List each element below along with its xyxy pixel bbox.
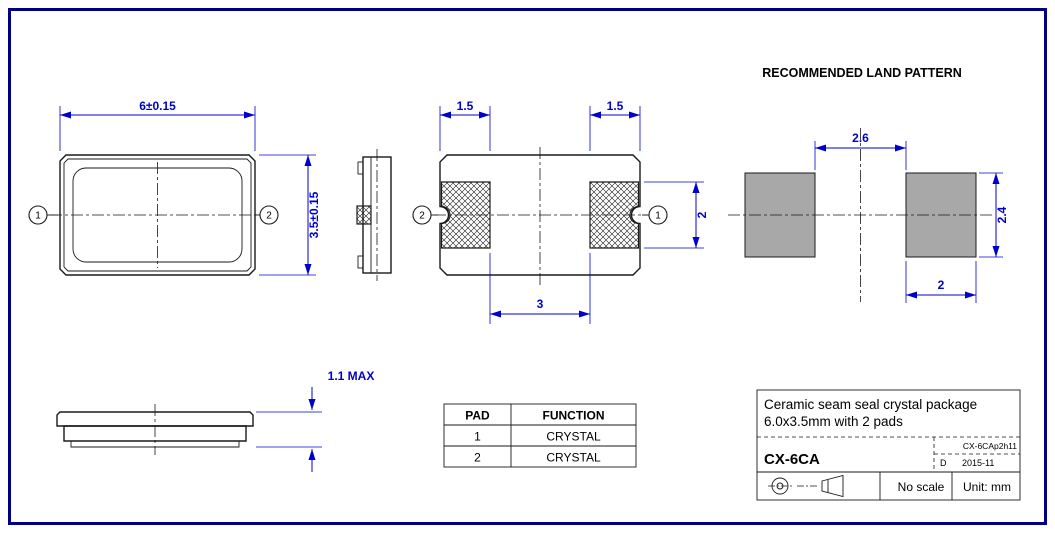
- pad1-balloon: 1: [28, 205, 58, 225]
- balloon-label: 2: [266, 211, 272, 222]
- lid-outline: [56, 411, 254, 427]
- part-number: CX-6CA: [764, 451, 820, 468]
- balloon-circle: [412, 205, 432, 225]
- sheet-border: [8, 8, 1047, 525]
- pad-right-width-dimension: 1.5: [589, 99, 641, 151]
- table-cell: 1: [474, 430, 481, 444]
- doc-number: CX-6CAp2h11: [963, 441, 1017, 451]
- dimension-label: 3: [537, 297, 544, 311]
- dimension-label: 1.5: [607, 99, 624, 113]
- side-view: [356, 149, 392, 281]
- scale-note: No scale: [898, 480, 945, 494]
- top-view: 1 2 6±0.15 3.5±0.15: [28, 99, 321, 276]
- pad2-balloon: 2: [412, 205, 438, 225]
- table-header-function: FUNCTION: [543, 409, 605, 423]
- pad-section-hatch: [356, 205, 372, 225]
- projection-cone: [821, 474, 844, 498]
- base-outline: [63, 425, 247, 442]
- castellation-tab: [357, 161, 364, 175]
- description-line1: Ceramic seam seal crystal package: [764, 397, 977, 412]
- width-dimension: 6±0.15: [59, 99, 256, 151]
- dimension-label: 2: [695, 211, 709, 218]
- land-pattern-view: 2.6 2.4 2: [728, 128, 1009, 303]
- balloon-label: 1: [35, 211, 41, 222]
- dimension-label: 1.5: [457, 99, 474, 113]
- date: 2015-11: [962, 458, 994, 468]
- pad-width-dimension: 2: [905, 261, 977, 303]
- pad-height-dimension: 2: [644, 181, 709, 249]
- pad2-balloon: 2: [255, 205, 279, 225]
- unit-note: Unit: mm: [963, 480, 1011, 494]
- balloon-label: 2: [419, 211, 425, 222]
- pad-gap-dimension: 3: [489, 253, 591, 324]
- pad-left-width-dimension: 1.5: [439, 99, 491, 151]
- castellation-tab: [357, 255, 364, 269]
- revision: D: [940, 458, 947, 468]
- dimension-label: 2.4: [995, 206, 1009, 223]
- pad-function-table: PAD FUNCTION 1 CRYSTAL 2 CRYSTAL: [443, 403, 637, 468]
- dimension-label: 6±0.15: [139, 99, 176, 113]
- height-dimension: 3.5±0.15: [259, 154, 321, 276]
- profile-view: 1.1 MAX: [56, 369, 374, 472]
- dimension-label: 1.1 MAX: [328, 369, 375, 383]
- balloon-circle: [648, 205, 668, 225]
- pad1-balloon: 1: [642, 205, 668, 225]
- dimension-label: 3.5±0.15: [307, 191, 321, 238]
- package-outline: [59, 154, 256, 276]
- balloon-circle: [28, 205, 48, 225]
- table-cell: 2: [474, 451, 481, 465]
- description-line2: 6.0x3.5mm with 2 pads: [764, 414, 903, 429]
- package-outline: [439, 154, 641, 276]
- dimension-label: 2: [938, 278, 945, 292]
- land-pattern-title: RECOMMENDED LAND PATTERN: [762, 66, 962, 80]
- bottom-view: 2 1 1.5 1.5 2 3: [412, 99, 709, 324]
- table-border: [443, 403, 637, 468]
- balloon-label: 1: [655, 211, 661, 222]
- pad-height-dimension: 2.4: [979, 172, 1009, 258]
- pad1-hatched: [589, 181, 640, 249]
- title-block: Ceramic seam seal crystal package 6.0x3.…: [756, 389, 1021, 501]
- table-cell: CRYSTAL: [546, 430, 601, 444]
- projection-symbol-icon: [768, 474, 844, 498]
- balloon-circle: [259, 205, 279, 225]
- pad-gap-dimension: 2.6: [814, 131, 907, 170]
- base-lip-outline: [70, 440, 240, 448]
- table-cell: CRYSTAL: [546, 451, 601, 465]
- dimension-label: 2.6: [852, 131, 869, 145]
- seam-outline: [63, 158, 252, 272]
- table-header-pad: PAD: [465, 409, 490, 423]
- max-height-dimension: 1.1 MAX: [256, 369, 374, 472]
- title-block-border: [756, 389, 1021, 501]
